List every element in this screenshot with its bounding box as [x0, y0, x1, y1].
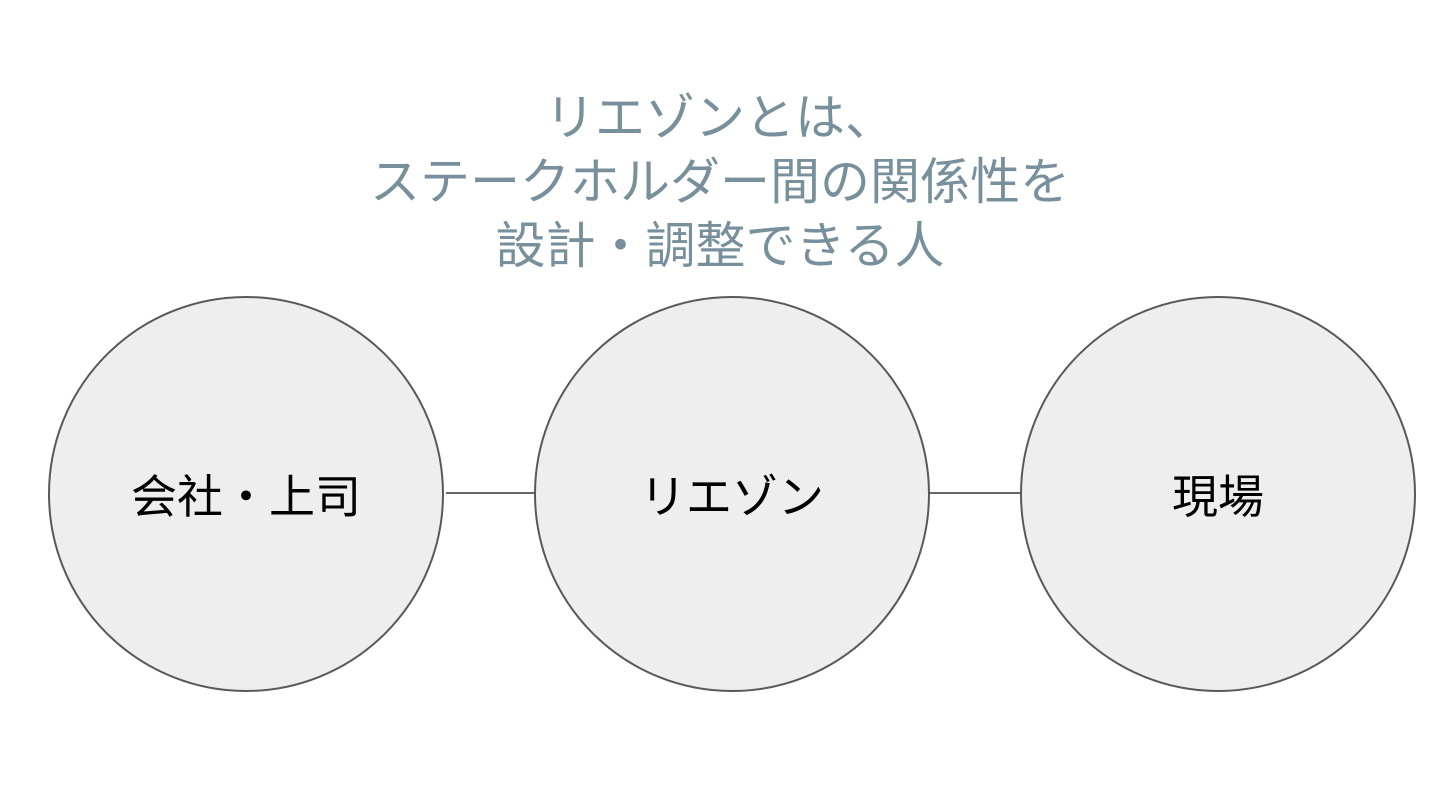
node-liaison: リエゾン [534, 296, 930, 692]
title-line-1: リエゾンとは、 [545, 89, 895, 147]
title-line-2: ステークホルダー間の関係性を [370, 153, 1070, 211]
connector-liaison-site [930, 492, 1020, 494]
node-label: リエゾン [640, 470, 824, 524]
node-label: 会社・上司 [131, 470, 361, 524]
node-site: 現場 [1020, 296, 1416, 692]
node-label: 現場 [1172, 470, 1264, 524]
slide-title: リエゾンとは、 ステークホルダー間の関係性を 設計・調整できる人 [0, 86, 1440, 278]
node-company-boss: 会社・上司 [48, 296, 444, 692]
title-line-3: 設計・調整できる人 [495, 217, 945, 275]
connector-company-liaison [446, 492, 534, 494]
